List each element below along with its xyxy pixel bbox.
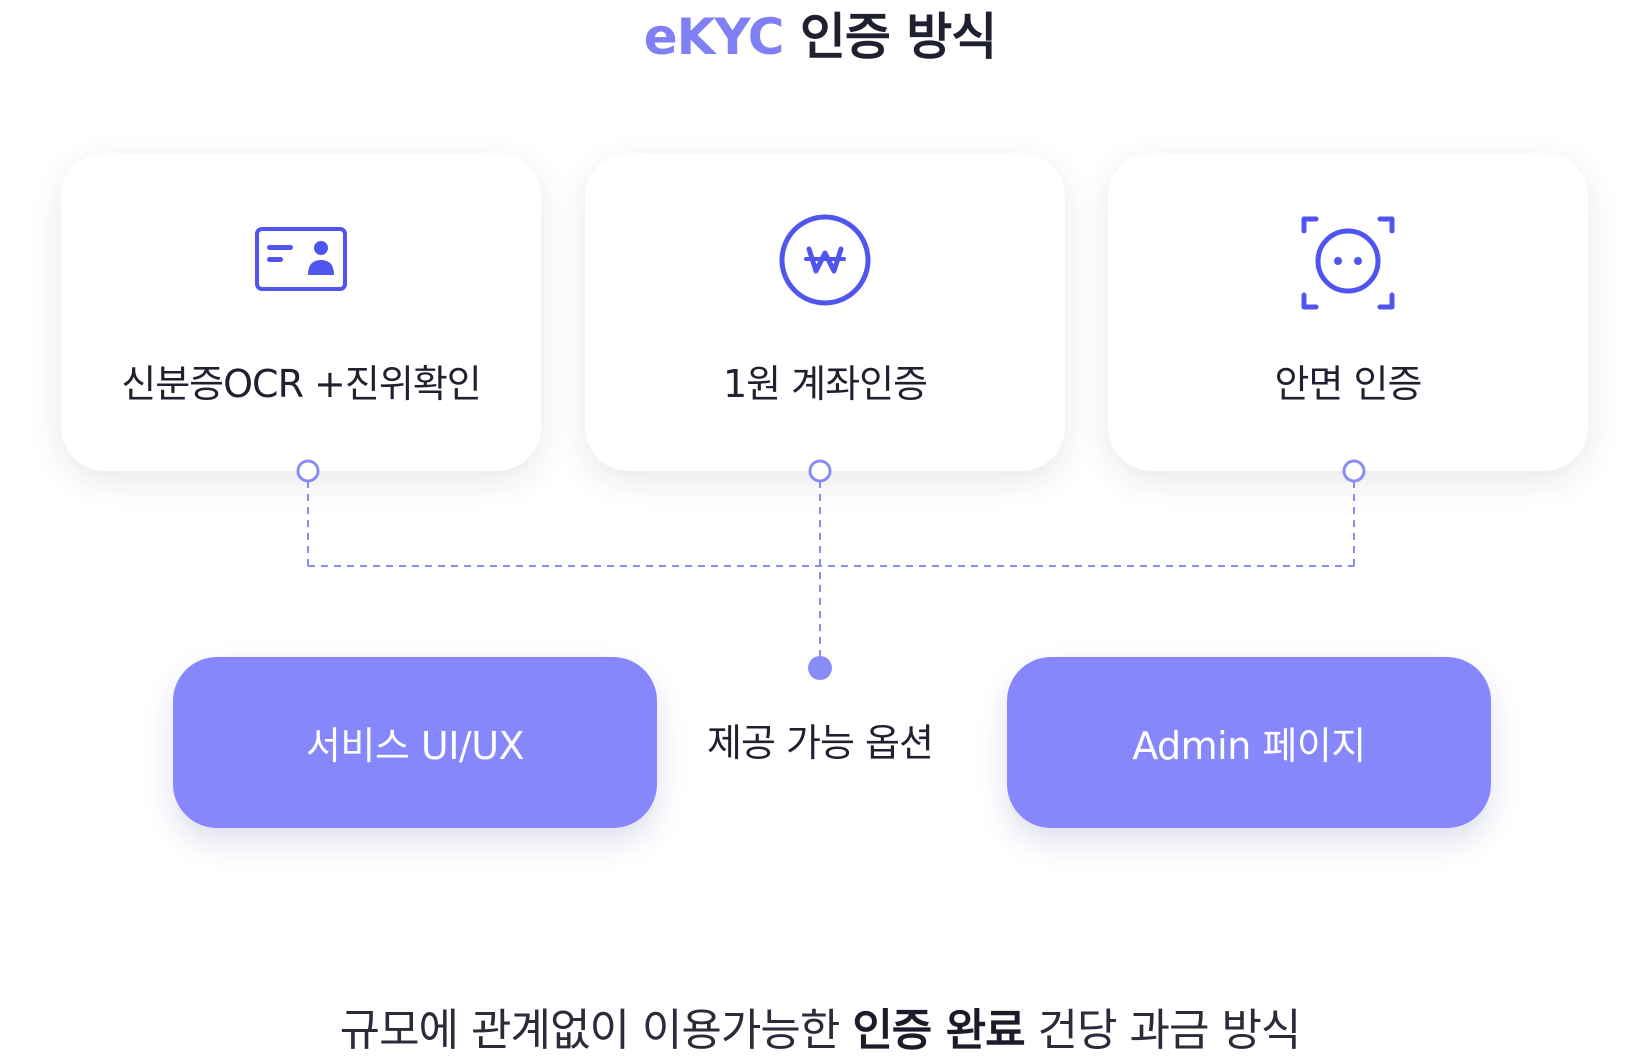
title-accent: eKYC — [643, 8, 785, 66]
connector-node — [808, 459, 832, 483]
connector-endpoint — [808, 656, 832, 680]
card-label: 안면 인증 — [1274, 362, 1423, 406]
footer-pre: 규모에 관계없이 이용가능한 — [339, 1005, 853, 1056]
footer-post: 건당 과금 방식 — [1024, 1005, 1302, 1056]
card-label: 신분증OCR +진위확인 — [121, 362, 482, 406]
footer-bold: 인증 완료 — [852, 1005, 1025, 1056]
admin-page-button[interactable]: Admin 페이지 — [1007, 657, 1491, 828]
pricing-footer: 규모에 관계없이 이용가능한 인증 완료 건당 과금 방식 — [0, 994, 1640, 1058]
admin-page-label: Admin 페이지 — [1132, 724, 1366, 768]
won-coin-icon — [779, 214, 871, 306]
service-uiux-button[interactable]: 서비스 UI/UX — [173, 657, 657, 828]
card-label: 1원 계좌인증 — [722, 362, 928, 406]
connector-node — [296, 459, 320, 483]
card-id-ocr: 신분증OCR +진위확인 — [61, 153, 541, 471]
page-title: eKYC 인증 방식 — [0, 0, 1640, 80]
title-rest: 인증 방식 — [783, 8, 997, 66]
service-uiux-label: 서비스 UI/UX — [305, 724, 525, 768]
card-account: 1원 계좌인증 — [585, 153, 1065, 471]
connector-node — [1342, 459, 1366, 483]
options-label: 제공 가능 옵션 — [707, 721, 934, 765]
card-face: 안면 인증 — [1108, 153, 1588, 471]
face-scan-icon — [1301, 216, 1395, 310]
id-card-icon — [255, 227, 347, 291]
